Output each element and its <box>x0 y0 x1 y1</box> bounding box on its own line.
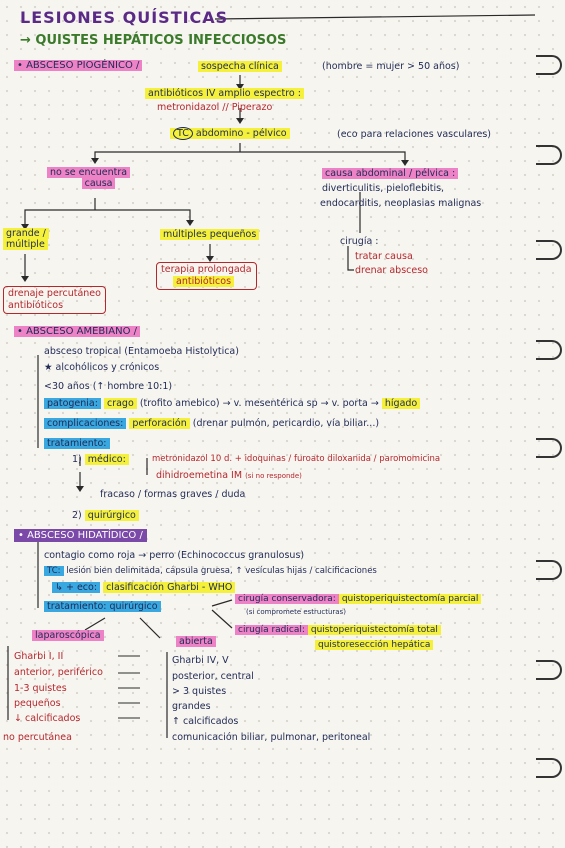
abi-item-2: posterior, central <box>172 671 254 682</box>
medico-drugs-2: dihidroemetina IM (si no responde) <box>156 470 302 481</box>
amebiano-complicaciones: complicaciones: perforación (drenar pulm… <box>44 418 379 429</box>
cirugia-label: cirugía : <box>340 236 379 247</box>
cirugia-radical-2: quistoresección hepática <box>315 640 434 651</box>
hidatidico-l1: contagio como roja → perro (Echinococcus… <box>44 550 305 561</box>
cirugia-drenar: drenar absceso <box>355 265 428 276</box>
abi-item-1: Gharbi IV, V <box>172 655 229 666</box>
causa-list-2: endocarditis, neoplasias malignas <box>320 198 482 209</box>
binder-ring <box>536 560 562 580</box>
hidatidico-tc: TC: lesión bien delimitada, cápsula grue… <box>44 566 377 576</box>
medico-drugs-1: metronidazol 10 d. + idoquinas / furoato… <box>152 454 441 464</box>
tratamiento-quirurgico: 2) quirúrgico <box>72 510 139 521</box>
laparoscopica-label: laparoscópica <box>32 630 104 641</box>
amebiano-l2: ★ alcohólicos y crónicos <box>44 362 160 373</box>
lap-footer: no percutánea <box>3 732 72 743</box>
no-encuentra-causa: no se encuentra causa <box>47 167 131 190</box>
binder-ring <box>536 240 562 260</box>
hidatidico-tratamiento: tratamiento: quirúrgico <box>44 601 161 612</box>
page-subtitle: → QUISTES HEPÁTICOS INFECCIOSOS <box>20 33 287 48</box>
binder-ring <box>536 438 562 458</box>
abi-item-3: > 3 quistes <box>172 686 227 697</box>
lap-item-5: ↓ calcificados <box>14 713 81 724</box>
lap-item-1: Gharbi I, II <box>14 651 64 662</box>
antibioticos-drugs: metronidazol // Piperazo <box>157 102 273 113</box>
section-header-piogenico: • ABSCESO PIOGÉNICO / <box>14 60 143 72</box>
amebiano-l3: <30 años (↑ hombre 10:1) <box>44 381 173 392</box>
cirugia-conservadora: cirugía conservadora:quistoperiquistecto… <box>235 594 482 605</box>
binder-ring <box>536 55 562 75</box>
causa-list-1: diverticulitis, pieloflebitis, <box>322 183 445 194</box>
tratamiento-medico: 1) médico: <box>72 454 129 465</box>
abi-item-6: comunicación biliar, pulmonar, peritonea… <box>172 732 371 743</box>
terapia-prolongada: terapia prolongada antibióticos <box>156 262 257 290</box>
cirugia-conservadora-note: (si compromete estructuras) <box>246 608 346 616</box>
section-header-amebiano: • ABSCESO AMEBIANO / <box>14 326 140 338</box>
sospecha-note: (hombre = mujer > 50 años) <box>322 61 460 72</box>
lap-item-3: 1-3 quistes <box>14 683 67 694</box>
sospecha-clinica: sospecha clínica <box>198 61 282 72</box>
section-header-hidatidico: • ABSCESO HIDATÍDICO / <box>14 529 147 542</box>
tc-abdomino: TC abdomino - pélvico <box>170 127 290 140</box>
binder-ring <box>536 660 562 680</box>
abi-item-4: grandes <box>172 701 211 712</box>
causa-abdominal: causa abdominal / pélvica : <box>322 168 459 179</box>
hidatidico-eco: ↳ + eco: clasificación Gharbi - WHO <box>52 582 236 593</box>
antibioticos-line: antibióticos IV amplio espectro : <box>145 88 304 99</box>
cirugia-radical: cirugía radical:quistoperiquistectomía t… <box>235 625 441 636</box>
lap-item-2: anterior, periférico <box>14 667 103 678</box>
cirugia-tratar: tratar causa <box>355 251 413 262</box>
abierta-label: abierta <box>176 636 216 647</box>
multiples-pequenos: múltiples pequeños <box>160 229 260 240</box>
drenaje-percutaneo: drenaje percutáneo antibióticos <box>3 286 106 314</box>
tc-note: (eco para relaciones vasculares) <box>337 129 492 140</box>
amebiano-l1: absceso tropical (Entamoeba Histolytica) <box>44 346 239 357</box>
grande-multiple: grande / múltiple <box>3 228 49 251</box>
binder-ring <box>536 758 562 778</box>
binder-ring <box>536 145 562 165</box>
abi-item-5: ↑ calcificados <box>172 716 239 727</box>
binder-ring <box>536 340 562 360</box>
amebiano-tratamiento: tratamiento: <box>44 438 110 449</box>
page-title: LESIONES QUÍSTICAS <box>20 8 229 27</box>
amebiano-patogenia: patogenia: crago (trofito amebico) → v. … <box>44 398 421 409</box>
fracaso-line: fracaso / formas graves / duda <box>100 489 246 500</box>
lap-item-4: pequeños <box>14 698 61 709</box>
